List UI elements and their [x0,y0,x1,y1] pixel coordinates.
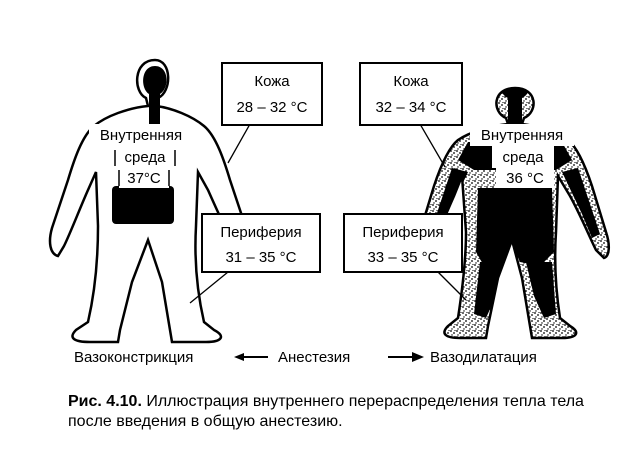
right-core-label: Внутренняя среда 36 °C [470,124,574,188]
right-trunk-core [476,188,554,266]
arrow-left-icon [234,353,268,361]
right-skin-callout: Кожа 32 – 34 °C [359,62,463,168]
right-core-temp: 36 °C [506,170,544,187]
left-skin-temp: 28 – 32 °C [236,99,307,116]
right-periphery-callout: Периферия 33 – 35 °C [343,213,467,301]
left-core-label-line1: Внутренняя [100,127,182,144]
left-periphery-label: Периферия [220,224,301,241]
left-periphery-callout: Периферия 31 – 35 °C [189,213,321,304]
right-core-label-line2: среда [503,149,545,166]
right-head-core [498,88,532,134]
anesthesia-label: Анестезия [278,349,350,366]
right-right-leg-core [526,262,556,318]
left-skin-callout: Кожа 28 – 32 °C [221,62,323,164]
right-periphery-temp: 33 – 35 °C [367,249,438,266]
process-row: Вазоконстрикция Анестезия Вазодилатация [74,349,537,366]
figure-number: Рис. 4.10. [68,393,142,410]
left-head-core [143,66,167,124]
right-core-label-line1: Внутренняя [481,127,563,144]
left-body-figure [48,58,250,344]
right-periphery-label: Периферия [362,224,443,241]
figure-caption: Рис. 4.10. Иллюстрация внутреннего перер… [68,392,628,432]
left-core-label-line2: среда [125,149,167,166]
left-trunk-core [112,186,174,224]
vasodilatation-label: Вазодилатация [430,349,537,366]
right-body-figure [416,86,610,340]
left-skin-label: Кожа [254,73,290,90]
right-left-leg-core [474,262,506,318]
left-periphery-temp: 31 – 35 °C [225,249,296,266]
figure-caption-text: Иллюстрация внутреннего перераспределени… [68,393,584,430]
right-skin-label: Кожа [393,73,429,90]
left-core-label: Внутренняя среда 37°C [89,124,193,188]
right-skin-temp: 32 – 34 °C [375,99,446,116]
left-core-temp: 37°C [127,170,161,187]
vasoconstriction-label: Вазоконстрикция [74,349,193,366]
right-right-arm-core [562,168,600,238]
arrow-right-icon [388,352,424,362]
